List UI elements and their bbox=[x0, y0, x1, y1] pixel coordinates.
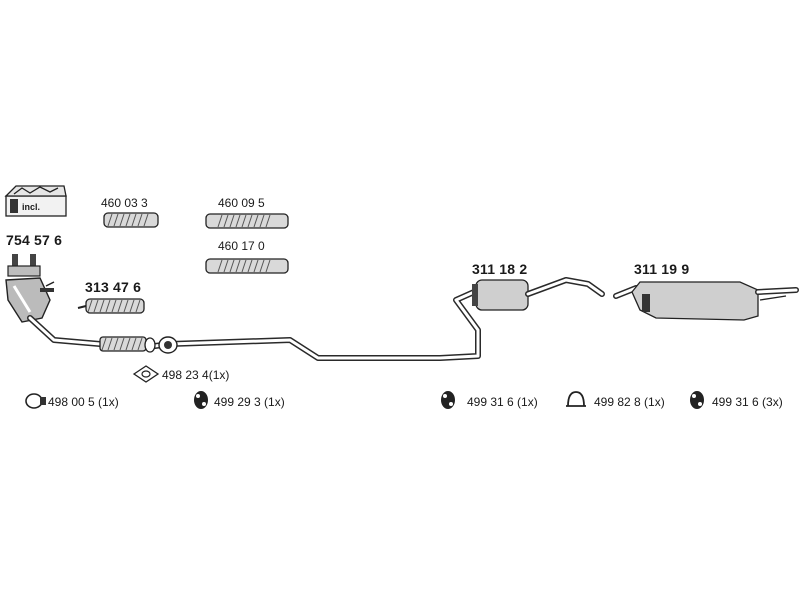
rubber-mount-icon bbox=[194, 391, 208, 409]
u-bolt-clamp-icon bbox=[566, 391, 586, 407]
middle-silencer-part[interactable] bbox=[472, 277, 605, 311]
gasket-icon bbox=[132, 365, 160, 383]
flex-pipe-main bbox=[99, 336, 147, 352]
clamp-ring-icon bbox=[25, 393, 46, 409]
middle-silencer-number[interactable]: 311 18 2 bbox=[472, 261, 528, 277]
accessory-mount-1-label: 499 29 3 (1x) bbox=[214, 395, 285, 409]
catalytic-converter-part[interactable] bbox=[5, 254, 55, 323]
flex-pipe-2-number[interactable]: 460 09 5 bbox=[218, 196, 265, 210]
accessory-clamp-label: 499 82 8 (1x) bbox=[594, 395, 665, 409]
front-pipe-part[interactable] bbox=[77, 298, 145, 314]
accessory-mount-2-label: 499 31 6 (1x) bbox=[467, 395, 538, 409]
kit-box-icon bbox=[4, 185, 67, 217]
flex-pipe-3-part[interactable] bbox=[205, 258, 289, 274]
kit-incl-label: incl. bbox=[22, 202, 41, 212]
rear-silencer-number[interactable]: 311 19 9 bbox=[634, 261, 690, 277]
rubber-mount-icon bbox=[690, 391, 704, 409]
flex-pipe-1-part[interactable] bbox=[103, 212, 159, 228]
catalytic-converter-number[interactable]: 754 57 6 bbox=[6, 232, 63, 248]
flex-pipe-1-number[interactable]: 460 03 3 bbox=[101, 196, 148, 210]
rear-silencer-part[interactable] bbox=[613, 281, 799, 321]
accessory-gasket-label: 498 23 4(1x) bbox=[162, 368, 230, 382]
rubber-mount-icon bbox=[441, 391, 455, 409]
front-pipe-number[interactable]: 313 47 6 bbox=[85, 279, 142, 295]
flex-pipe-2-part[interactable] bbox=[205, 213, 289, 229]
accessory-mount-3-label: 499 31 6 (3x) bbox=[712, 395, 783, 409]
flange-icon bbox=[144, 336, 178, 354]
flex-pipe-3-number[interactable]: 460 17 0 bbox=[218, 239, 265, 253]
accessory-clamp-ring-label: 498 00 5 (1x) bbox=[48, 395, 119, 409]
